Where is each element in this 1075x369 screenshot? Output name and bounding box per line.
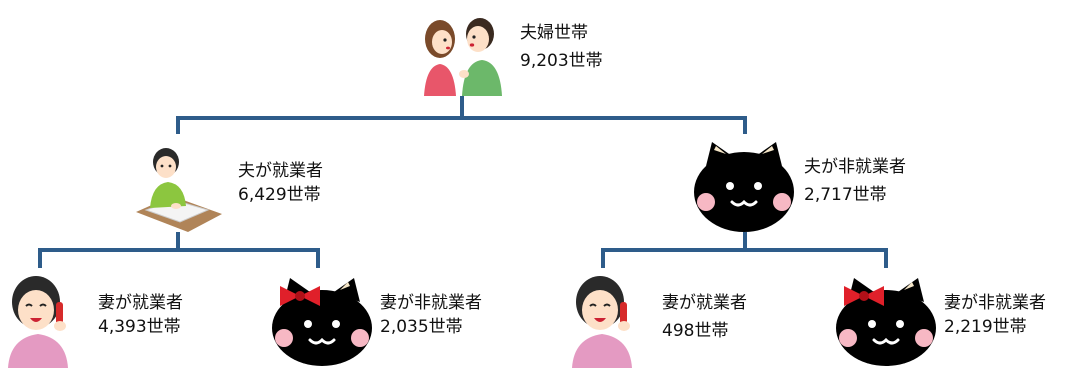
husband-nonemployed-title: 夫が非就業者 bbox=[804, 157, 906, 177]
woman-phone-icon bbox=[8, 276, 68, 368]
couple-talking-icon bbox=[416, 6, 504, 96]
wife-nonemployed-b-label: 妻が非就業者 2,219世帯 bbox=[944, 292, 1046, 338]
wife-nonemployed-b-title: 妻が非就業者 bbox=[944, 293, 1046, 313]
woman-phone-icon bbox=[572, 276, 632, 368]
wife-employed-a-label: 妻が就業者 4,393世帯 bbox=[98, 292, 183, 338]
black-cat-ribbon-icon bbox=[272, 278, 372, 366]
wife-employed-a-title: 妻が就業者 bbox=[98, 293, 183, 313]
wife-nonemployed-a-title: 妻が非就業者 bbox=[380, 293, 482, 313]
husband-employed-title: 夫が就業者 bbox=[238, 161, 323, 181]
black-cat-ribbon-icon bbox=[836, 278, 936, 366]
black-cat-face-icon bbox=[694, 142, 794, 232]
husband-nonemployed-count: 2,717世帯 bbox=[804, 185, 887, 205]
root-label: 夫婦世帯 9,203世帯 bbox=[520, 22, 603, 72]
wife-employed-b-count: 498世帯 bbox=[662, 321, 729, 341]
connector-left bbox=[38, 232, 320, 268]
wife-nonemployed-b-count: 2,219世帯 bbox=[944, 317, 1027, 337]
connector-root bbox=[176, 96, 747, 134]
wife-employed-b-label: 妻が就業者 498世帯 bbox=[662, 292, 747, 342]
root-title: 夫婦世帯 bbox=[520, 23, 588, 43]
husband-employed-label: 夫が就業者 6,429世帯 bbox=[238, 160, 323, 206]
wife-employed-a-count: 4,393世帯 bbox=[98, 317, 181, 337]
husband-employed-count: 6,429世帯 bbox=[238, 185, 321, 205]
husband-nonemployed-label: 夫が非就業者 2,717世帯 bbox=[804, 156, 906, 206]
wife-nonemployed-a-count: 2,035世帯 bbox=[380, 317, 463, 337]
wife-employed-b-title: 妻が就業者 bbox=[662, 293, 747, 313]
man-working-desk-icon bbox=[136, 148, 222, 232]
wife-nonemployed-a-label: 妻が非就業者 2,035世帯 bbox=[380, 292, 482, 338]
connector-right bbox=[601, 232, 888, 268]
root-count: 9,203世帯 bbox=[520, 51, 603, 71]
